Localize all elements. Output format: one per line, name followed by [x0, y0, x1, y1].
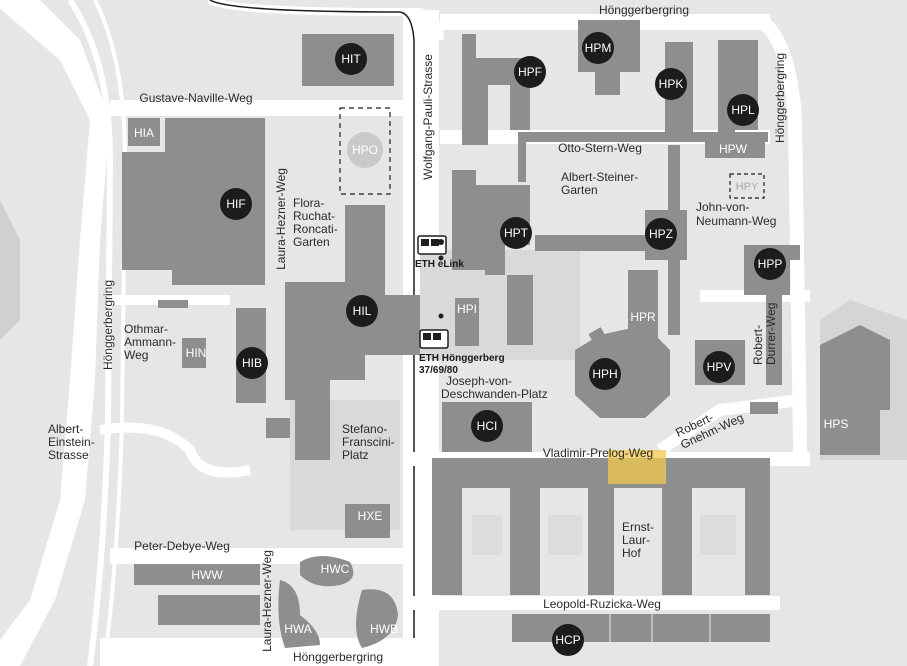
svg-text:HPZ: HPZ: [649, 227, 673, 241]
street-albert-einstein-3: Strasse: [48, 448, 89, 462]
street-peter-debye: Peter-Debye-Weg: [134, 539, 230, 553]
marker-HIT[interactable]: HIT: [335, 43, 367, 75]
marker-HCP[interactable]: HCP: [552, 624, 584, 656]
code-HIN[interactable]: HIN: [186, 346, 207, 360]
code-HPR[interactable]: HPR: [630, 310, 656, 324]
svg-text:HIT: HIT: [341, 52, 361, 66]
marker-HCI[interactable]: HCI: [471, 410, 503, 442]
street-honggerbergring-bottom: Hönggerbergring: [293, 650, 383, 664]
svg-text:HIF: HIF: [226, 197, 245, 211]
code-HPO[interactable]: HPO: [352, 143, 378, 157]
street-albert-steiner-2: Garten: [561, 183, 598, 197]
street-albert-einstein-2: Einstein-: [48, 435, 95, 449]
highlight-area: [608, 450, 666, 484]
code-HXE[interactable]: HXE: [358, 509, 383, 523]
street-joseph-2: Deschwanden-Platz: [441, 387, 548, 401]
code-HWC[interactable]: HWC: [321, 562, 350, 576]
svg-text:HPM: HPM: [585, 41, 612, 55]
stop-dot: [438, 255, 444, 261]
code-HPY[interactable]: HPY: [736, 181, 759, 193]
marker-HPP[interactable]: HPP: [754, 248, 786, 280]
svg-text:HPL: HPL: [731, 103, 755, 117]
street-laura-hezner-lower: Laura-Hezner-Weg: [260, 550, 274, 652]
street-honggerbergring-top: Hönggerbergring: [599, 3, 689, 17]
street-flora-1: Flora-: [293, 196, 324, 210]
stop-hongg-name: ETH Hönggerberg: [419, 353, 505, 364]
bus-stop-icons[interactable]: [417, 235, 449, 349]
code-HWW[interactable]: HWW: [191, 568, 223, 582]
street-robert-durrer-1: Robert-: [751, 325, 765, 365]
code-HWA[interactable]: HWA: [284, 622, 312, 636]
marker-HPT[interactable]: HPT: [500, 217, 532, 249]
street-john-von-neumann-2: Neumann-Weg: [696, 214, 776, 228]
svg-text:HPF: HPF: [518, 65, 542, 79]
plain-building-codes: HIA HIN HPW HPI HPR HPS HXE HWW HWC HWA …: [134, 126, 848, 636]
street-flora-4: Garten: [293, 235, 330, 249]
street-stefano-1: Stefano-: [342, 422, 387, 436]
street-ernst-1: Ernst-: [622, 520, 654, 534]
street-albert-einstein-1: Albert-: [48, 422, 83, 436]
svg-text:HPP: HPP: [758, 257, 783, 271]
svg-text:HIB: HIB: [242, 356, 262, 370]
street-joseph-1: Joseph-von-: [446, 374, 512, 388]
street-stefano-2: Franscini-: [342, 435, 395, 449]
svg-text:HCP: HCP: [555, 633, 580, 647]
stop-hongg-lines: 37/69/80: [419, 365, 458, 376]
marker-HPL[interactable]: HPL: [727, 94, 759, 126]
street-othmar-2: Ammann-: [124, 335, 176, 349]
marker-HIF[interactable]: HIF: [220, 188, 252, 220]
svg-text:HCI: HCI: [477, 419, 498, 433]
street-john-von-neumann-1: John-von-: [696, 200, 749, 214]
svg-text:HPK: HPK: [659, 77, 684, 91]
street-ernst-2: Laur-: [622, 533, 650, 547]
street-vladimir-prelog: Vladimir-Prelog-Weg: [543, 446, 653, 460]
street-robert-durrer-2: Durrer-Weg: [764, 303, 778, 365]
street-albert-steiner-1: Albert-Steiner-: [561, 170, 638, 184]
street-otto-stern: Otto-Stern-Weg: [558, 141, 642, 155]
street-labels: Hönggerbergring Hönggerbergring Hönggerb…: [48, 3, 787, 664]
code-HPW[interactable]: HPW: [719, 142, 748, 156]
street-flora-3: Roncati-: [293, 222, 338, 236]
street-laura-hezner-upper: Laura-Hezner-Weg: [274, 168, 288, 270]
planned-buildings: [339, 107, 765, 199]
street-ernst-3: Hof: [622, 546, 641, 560]
marker-HPV[interactable]: HPV: [703, 351, 735, 383]
stop-dot: [438, 313, 444, 319]
svg-text:HPH: HPH: [592, 367, 617, 381]
street-stefano-3: Platz: [342, 448, 369, 462]
code-HIA[interactable]: HIA: [134, 126, 154, 140]
marker-HPF[interactable]: HPF: [514, 56, 546, 88]
street-flora-2: Ruchat-: [293, 209, 335, 223]
street-honggerbergring-right: Hönggerbergring: [773, 53, 787, 143]
code-HPS[interactable]: HPS: [824, 417, 849, 431]
building-markers[interactable]: HIT HPM HPF HPK HPL HIF HIL HIB HPT HPZ …: [220, 32, 786, 656]
marker-HPM[interactable]: HPM: [582, 32, 614, 64]
street-othmar-1: Othmar-: [124, 322, 168, 336]
street-honggerbergring-left: Hönggerbergring: [101, 280, 115, 370]
street-othmar-3: Weg: [124, 348, 148, 362]
marker-HIL[interactable]: HIL: [346, 295, 378, 327]
street-gustave-naville: Gustave-Naville-Weg: [139, 91, 252, 105]
street-leopold-ruzicka: Leopold-Ruzicka-Weg: [543, 597, 661, 611]
bus-icon: [417, 235, 447, 255]
code-HPI[interactable]: HPI: [457, 302, 477, 316]
stop-elink: ETH eLink: [415, 259, 464, 270]
svg-text:HPT: HPT: [504, 226, 529, 240]
marker-HPZ[interactable]: HPZ: [645, 218, 677, 250]
marker-HPK[interactable]: HPK: [655, 68, 687, 100]
street-wolfgang-pauli: Wolfgang-Pauli-Strasse: [421, 54, 435, 180]
stop-labels: ETH eLink ETH Hönggerberg 37/69/80: [415, 259, 505, 376]
svg-text:HIL: HIL: [353, 304, 372, 318]
code-HWB[interactable]: HWB: [370, 622, 398, 636]
svg-text:HPV: HPV: [707, 360, 732, 374]
bus-icon: [419, 329, 449, 349]
marker-HPH[interactable]: HPH: [589, 358, 621, 390]
marker-HIB[interactable]: HIB: [236, 347, 268, 379]
